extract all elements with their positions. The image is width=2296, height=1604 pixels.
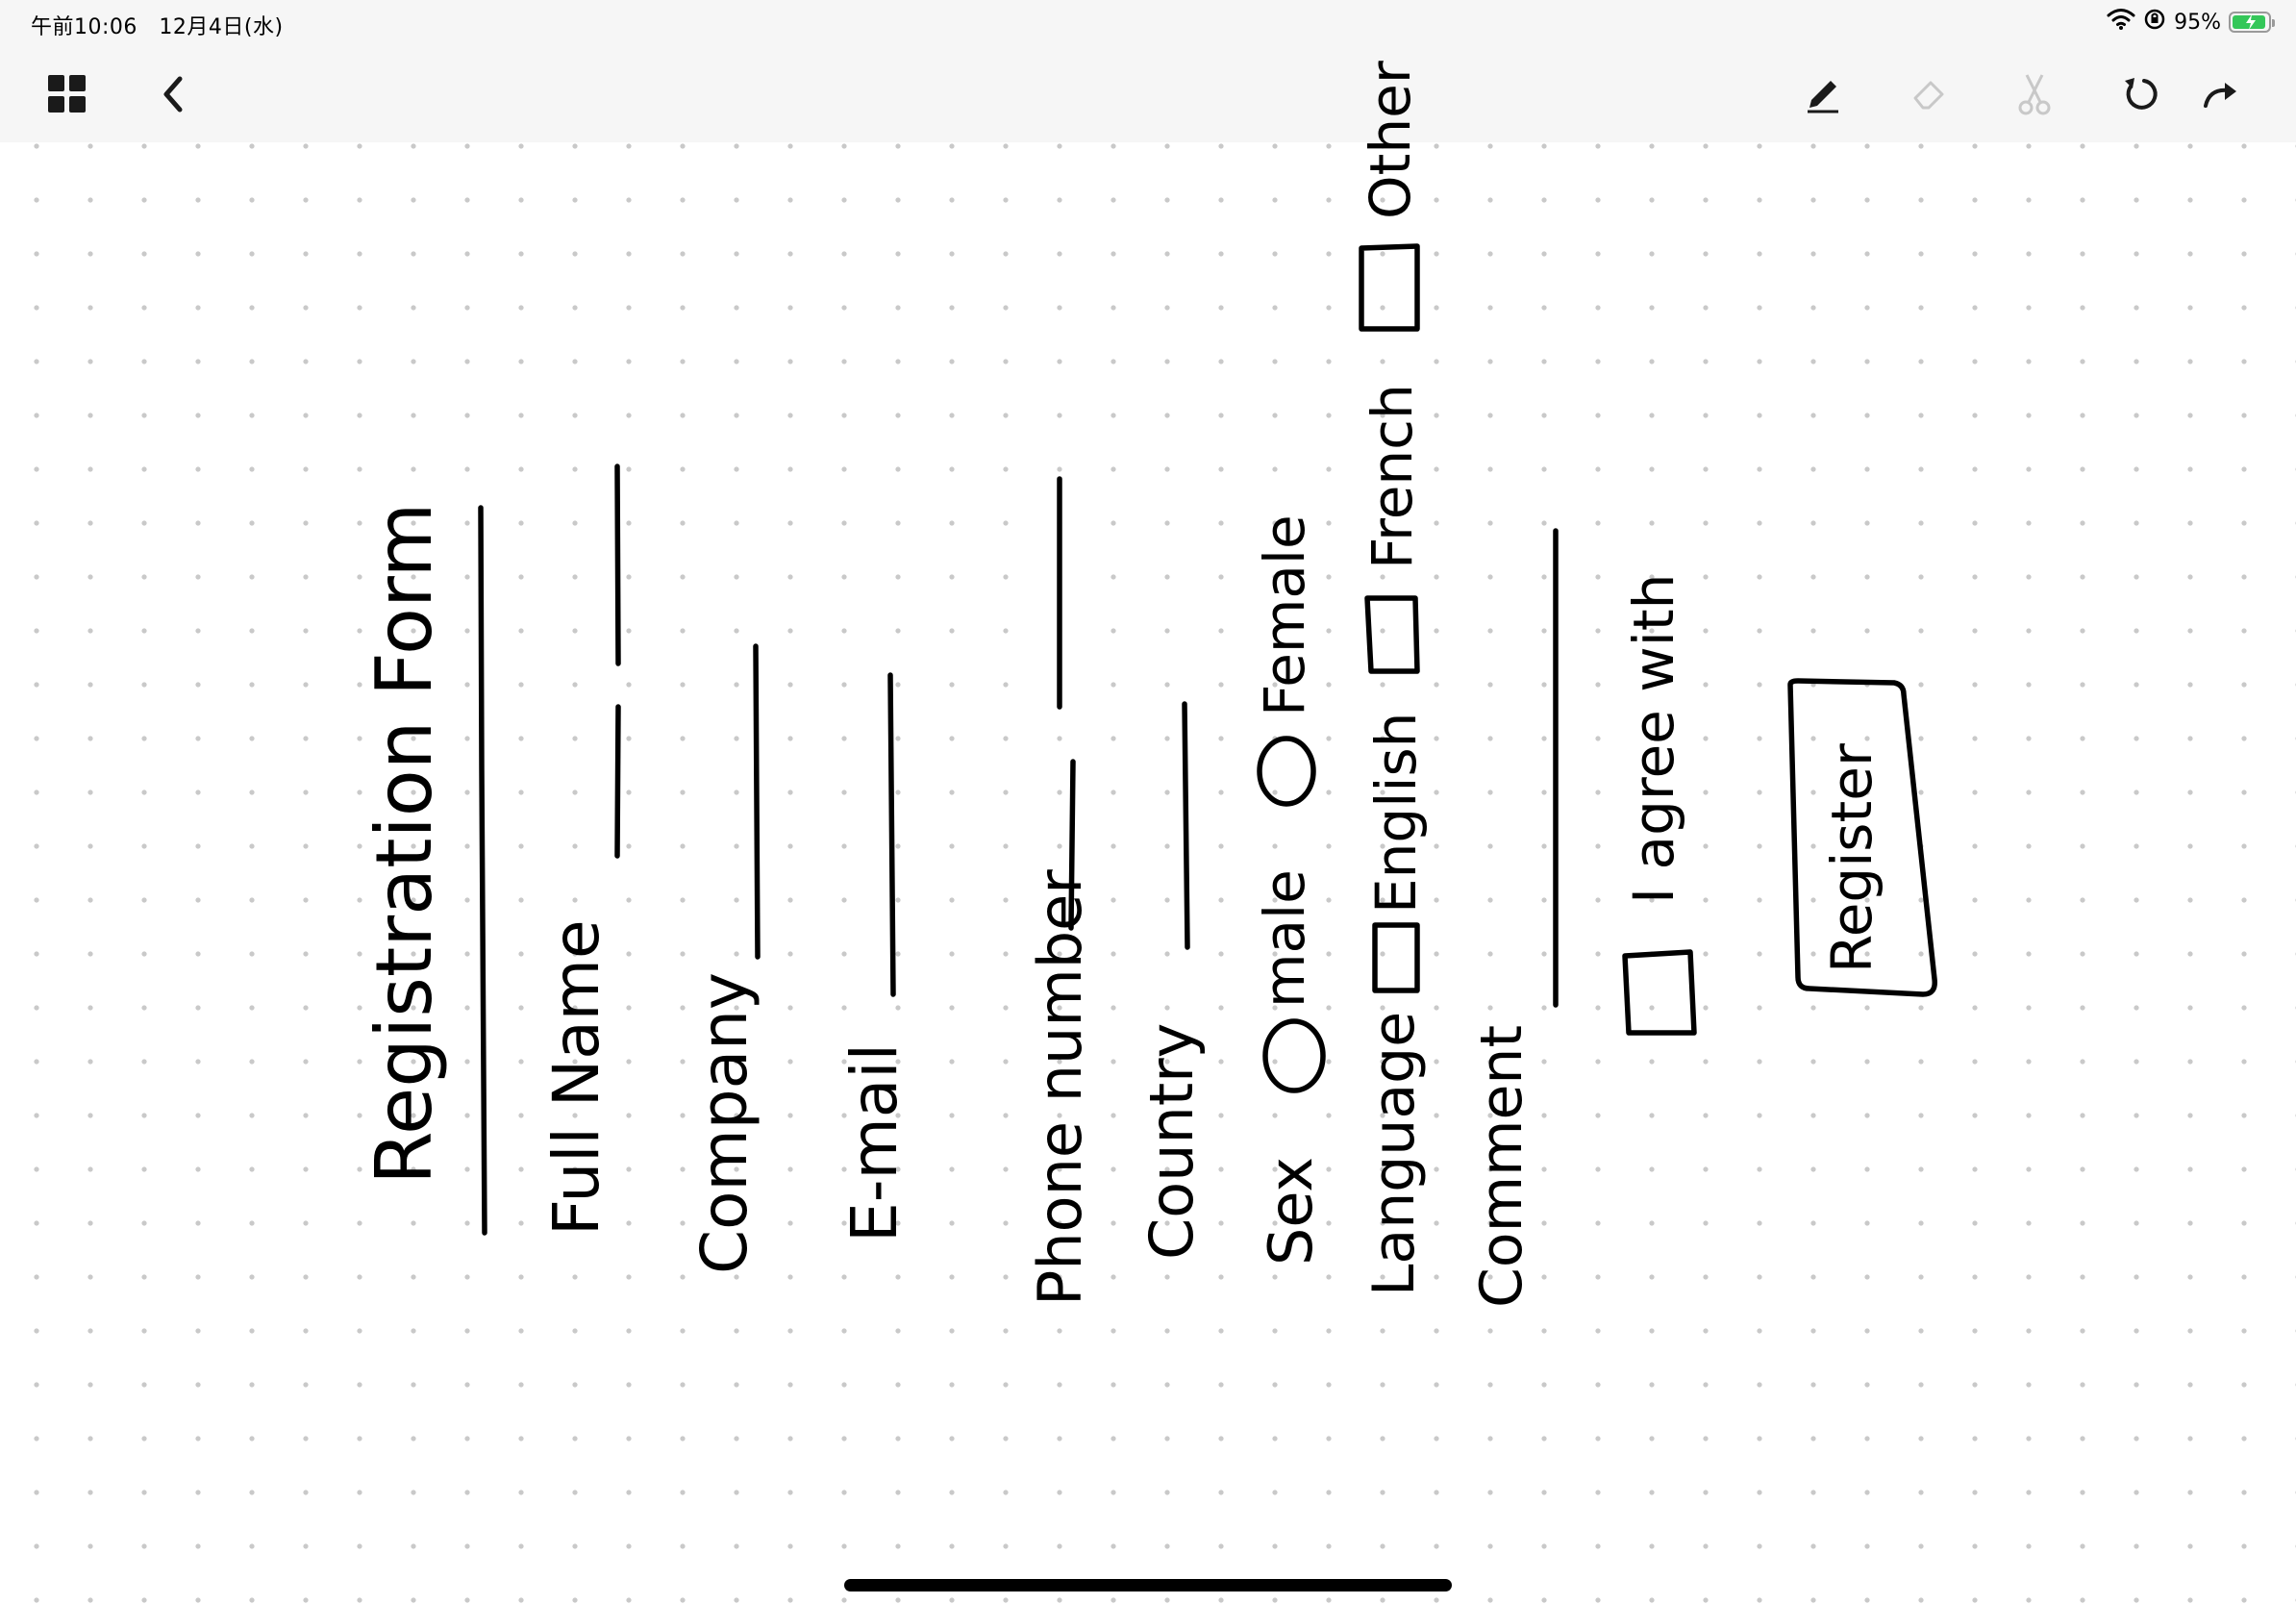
country-line [1182, 701, 1190, 950]
checkbox-agree[interactable] [1622, 949, 1697, 1036]
label-sex: Sex [1256, 1157, 1326, 1266]
label-country: Country [1136, 1023, 1207, 1260]
battery-level [2233, 14, 2266, 30]
full-name-line [614, 464, 621, 859]
label-female: Female [1252, 514, 1317, 716]
status-bar: 午前10:06 12月4日(水) 95% [0, 0, 2296, 44]
scissors-icon[interactable] [2008, 67, 2061, 121]
label-male: male [1252, 869, 1317, 1008]
home-indicator[interactable] [844, 1579, 1452, 1591]
company-line [753, 643, 761, 960]
grid-icon[interactable] [40, 67, 94, 121]
checkbox-english[interactable] [1372, 922, 1420, 993]
label-phone: Phone number [1025, 869, 1095, 1306]
radio-male[interactable] [1262, 1018, 1326, 1093]
label-other: Other [1358, 61, 1423, 219]
register-button[interactable] [1787, 678, 1937, 997]
wifi-icon [2107, 8, 2135, 37]
register-button-label: Register [1819, 743, 1884, 973]
status-time-date: 午前10:06 12月4日(水) [31, 10, 284, 40]
label-language: Language [1360, 1012, 1428, 1296]
label-full-name: Full Name [539, 919, 613, 1236]
title-underline [478, 505, 487, 1236]
label-french: French [1360, 384, 1425, 569]
battery-icon [2229, 12, 2275, 33]
redo-icon[interactable] [2194, 67, 2248, 121]
radio-female[interactable] [1257, 736, 1316, 807]
pen-icon[interactable] [1796, 67, 1850, 121]
label-agree: I agree with [1621, 574, 1686, 904]
checkbox-french[interactable] [1364, 595, 1420, 674]
email-line [887, 672, 896, 997]
phone-line [1057, 476, 1076, 931]
label-company: Company [687, 972, 761, 1274]
eraser-icon[interactable] [1902, 67, 1956, 121]
checkbox-other[interactable] [1359, 243, 1420, 332]
label-english: English [1363, 713, 1429, 914]
back-chevron-icon[interactable] [146, 67, 200, 121]
undo-icon[interactable] [2113, 67, 2167, 121]
toolbar [0, 44, 2296, 142]
sketch-title: Registration Form [360, 503, 449, 1185]
label-email: E-mail [837, 1043, 911, 1242]
status-date: 12月4日(水) [159, 15, 284, 39]
status-indicators: 95% [2107, 8, 2275, 37]
orientation-lock-icon [2143, 8, 2166, 37]
battery-percent: 95% [2174, 10, 2221, 35]
label-comment: Comment [1468, 1025, 1535, 1308]
status-time: 午前10:06 [31, 15, 137, 39]
